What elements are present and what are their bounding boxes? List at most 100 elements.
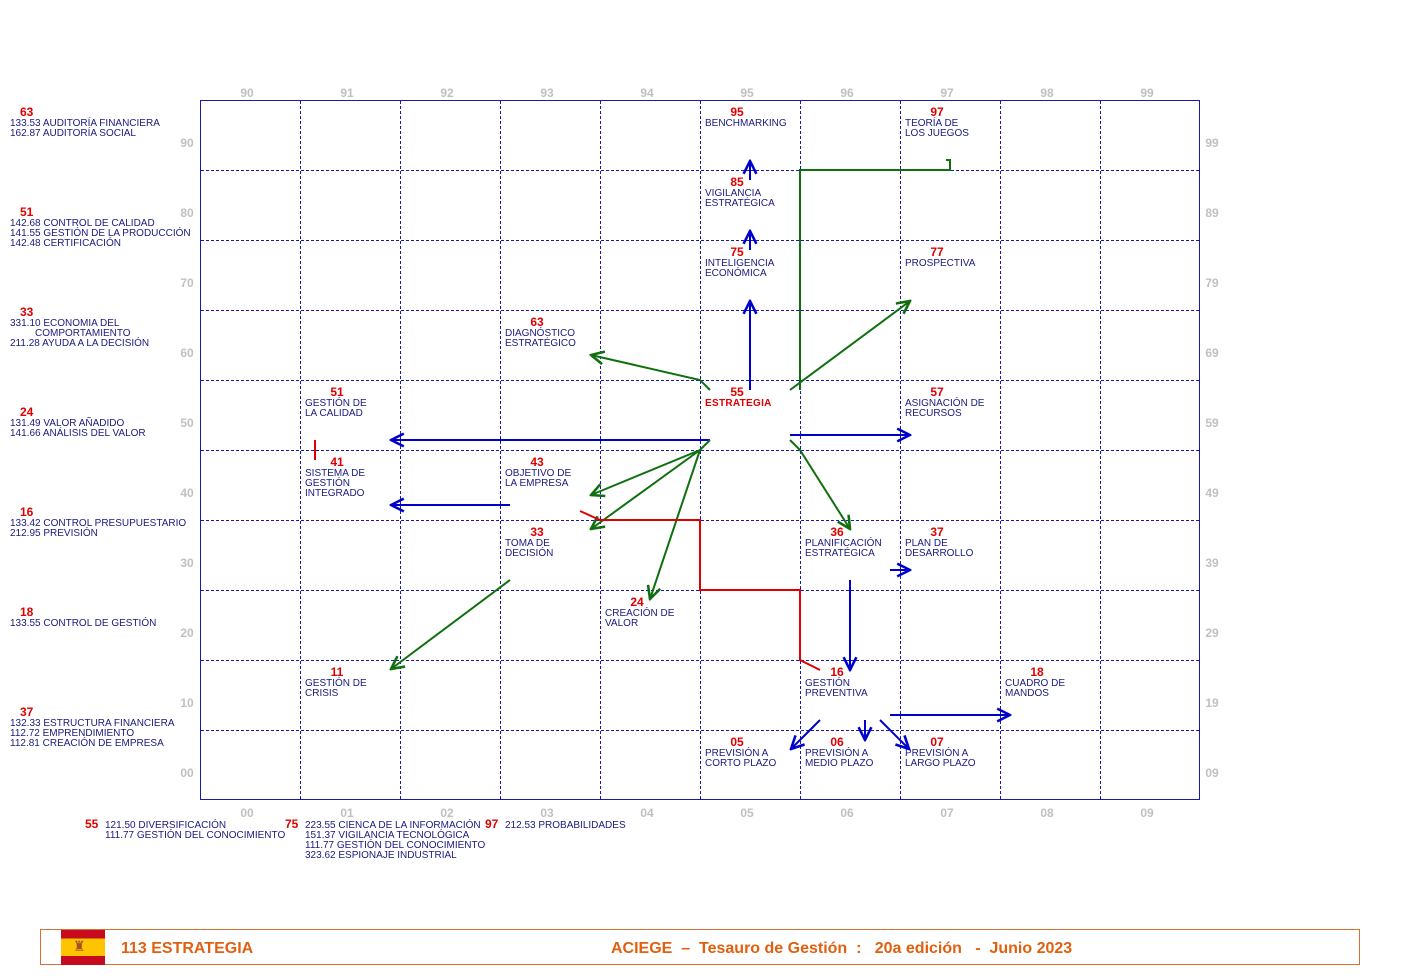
node-label: GESTIÓN DE CRISIS (305, 678, 367, 699)
grid-row-line (201, 660, 1199, 661)
axis-label-bottom: 06 (840, 806, 854, 820)
axis-label-bottom: 07 (940, 806, 954, 820)
reference-code: 16 (20, 505, 34, 519)
axis-label-right: 89 (1205, 206, 1219, 220)
reference-line: 151.37 VIGILANCIA TECNOLÓGICA (305, 830, 470, 841)
reference-line: 162.87 AUDITORÍA SOCIAL (10, 128, 136, 139)
node-label: PROSPECTIVA (905, 258, 976, 269)
reference-line: 211.28 AYUDA A LA DECISIÓN (10, 338, 150, 349)
axis-label-right: 59 (1205, 416, 1219, 430)
axis-label-top: 91 (340, 86, 354, 100)
reference-line: 142.68 CONTROL DE CALIDAD (10, 218, 155, 229)
node-code: 63 (530, 315, 544, 329)
node-code: 37 (930, 525, 944, 539)
reference-code: 33 (20, 305, 34, 319)
node-code: 06 (830, 735, 844, 749)
footer-bar: ♜ 113 ESTRATEGIA ACIEGE – Tesauro de Ges… (40, 929, 1360, 965)
reference-line: 141.55 GESTIÓN DE LA PRODUCCIÓN (10, 228, 191, 239)
node-code: 97 (930, 105, 944, 119)
reference-line: 111.77 GESTIÓN DEL CONOCIMIENTO (305, 840, 486, 851)
axis-label-left: 50 (180, 416, 194, 430)
axis-label-bottom: 08 (1040, 806, 1054, 820)
axis-label-left: 90 (180, 136, 194, 150)
node-label: PREVISIÓN A LARGO PLAZO (905, 748, 976, 769)
node-label: SISTEMA DE GESTIÓN INTEGRADO (305, 468, 366, 499)
reference-line: 212.95 PREVISIÓN (10, 528, 98, 539)
grid-row-line (201, 310, 1199, 311)
reference-line: 133.42 CONTROL PRESUPUESTARIO (10, 518, 187, 529)
node-code: 18 (1030, 665, 1044, 679)
reference-line: 133.53 AUDITORÍA FINANCIERA (10, 118, 160, 129)
axis-label-right: 79 (1205, 276, 1219, 290)
reference-line: 111.77 GESTIÓN DEL CONOCIMIENTO (105, 830, 286, 841)
axis-label-top: 98 (1040, 86, 1054, 100)
grid-row-line (201, 240, 1199, 241)
reference-line: 223.55 CIENCA DE LA INFORMACIÓN (305, 820, 481, 831)
reference-line: 112.81 CREACIÓN DE EMPRESA (10, 738, 164, 749)
node-code: 11 (330, 665, 344, 679)
axis-label-top: 99 (1140, 86, 1154, 100)
axis-label-left: 40 (180, 486, 194, 500)
node-label: PREVISIÓN A MEDIO PLAZO (805, 748, 874, 769)
axis-label-bottom: 04 (640, 806, 654, 820)
axis-label-left: 30 (180, 556, 194, 570)
axis-label-bottom: 05 (740, 806, 754, 820)
axis-label-right: 29 (1205, 626, 1219, 640)
node-code: 77 (930, 245, 944, 259)
axis-label-top: 94 (640, 86, 654, 100)
reference-code: 63 (20, 105, 34, 119)
reference-code: 75 (285, 817, 299, 831)
node-label: GESTIÓN DE LA CALIDAD (305, 398, 367, 419)
node-label: OBJETIVO DE LA EMPRESA (505, 468, 572, 489)
axis-label-top: 90 (240, 86, 254, 100)
reference-code: 18 (20, 605, 34, 619)
node-code: 95 (730, 105, 744, 119)
footer-title: 113 ESTRATEGIA (121, 940, 254, 957)
axis-label-top: 96 (840, 86, 854, 100)
reference-code: 37 (20, 705, 34, 719)
axis-label-left: 70 (180, 276, 194, 290)
blue-arrows (391, 161, 1010, 749)
axis-label-bottom: 00 (240, 806, 254, 820)
reference-line: 142.48 CERTIFICACIÓN (10, 238, 121, 249)
reference-code: 97 (485, 817, 499, 831)
footer-publication: ACIEGE – Tesauro de Gestión : 20a edició… (611, 940, 1073, 957)
node-code: 85 (730, 175, 744, 189)
grid-row-line (201, 730, 1199, 731)
node-label: TOMA DE DECISIÓN (505, 538, 554, 559)
reference-code: 51 (20, 205, 34, 219)
axis-label-left: 80 (180, 206, 194, 220)
node-label: CUADRO DE MANDOS (1005, 678, 1066, 699)
axis-label-top: 93 (540, 86, 554, 100)
axis-label-left: 00 (180, 766, 194, 780)
